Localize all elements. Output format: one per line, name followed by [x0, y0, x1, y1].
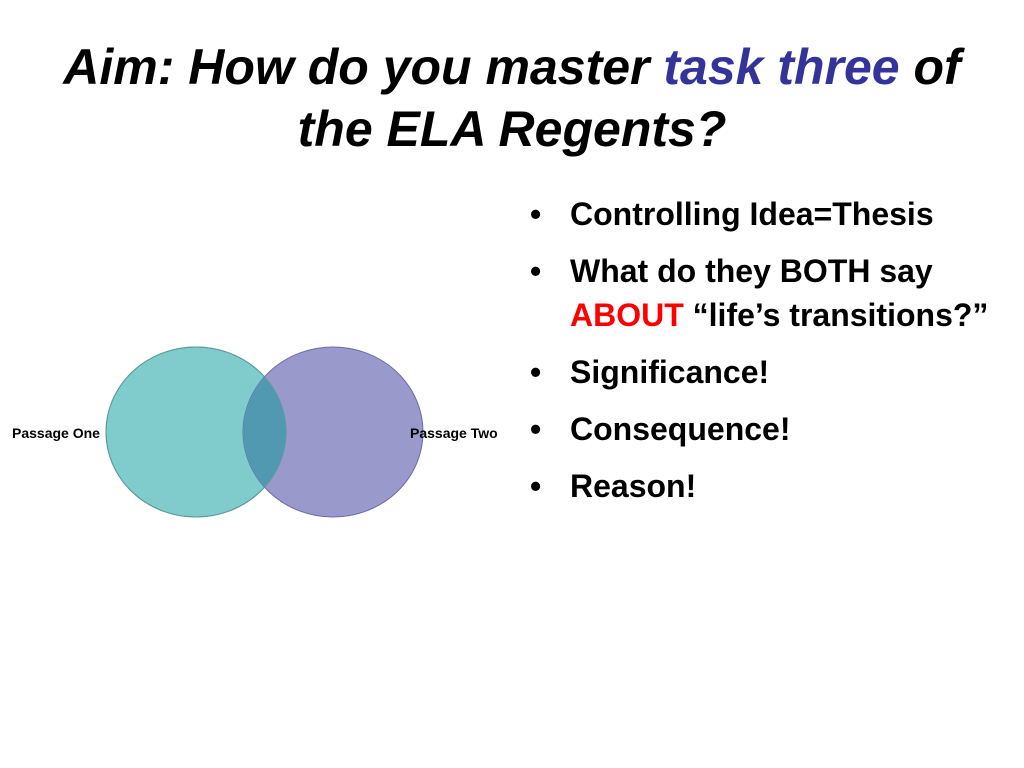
- slide-title: Aim: How do you master task three of the…: [60, 36, 964, 160]
- bullet-text: Significance!: [570, 354, 770, 390]
- bullet-text: Reason!: [570, 468, 697, 504]
- bullet-controlling-idea: Controlling Idea=Thesis: [530, 192, 1000, 236]
- venn-graphic: [105, 346, 424, 518]
- bullet-text: Consequence!: [570, 411, 791, 447]
- title-text-end: of the ELA Regents?: [297, 39, 961, 157]
- bullet-text: Controlling Idea=Thesis: [570, 196, 934, 232]
- bullet-significance: Significance!: [530, 350, 1000, 394]
- title-text-start: Aim: How do you master: [63, 39, 664, 95]
- bullet-reason: Reason!: [530, 464, 1000, 508]
- about-emphasis: ABOUT: [570, 297, 684, 333]
- passage-one-outline: [105, 346, 287, 518]
- title-accent-text: task three: [663, 39, 900, 95]
- bullet-consequence: Consequence!: [530, 407, 1000, 451]
- bullet-text-end: “life’s transitions?”: [683, 297, 989, 333]
- bullet-both-say-about: What do they BOTH say ABOUT “life’s tran…: [530, 249, 1000, 337]
- venn-diagram: Passage One Passage Two: [0, 330, 530, 530]
- passage-one-label: Passage One: [12, 425, 100, 441]
- bullet-list: Controlling Idea=Thesis What do they BOT…: [530, 192, 1000, 521]
- passage-two-label: Passage Two: [410, 425, 498, 441]
- bullet-text-start: What do they BOTH say: [570, 253, 933, 289]
